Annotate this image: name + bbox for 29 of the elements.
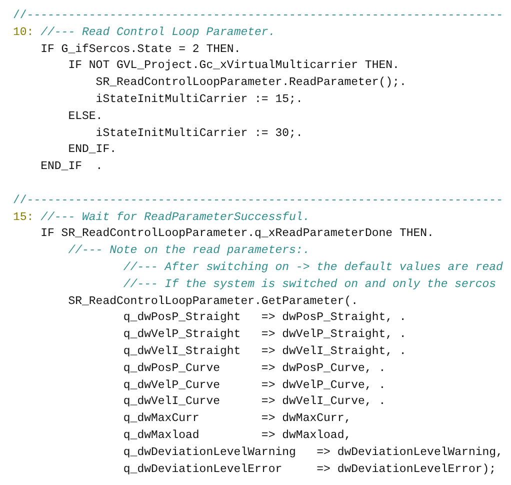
comment-line: //--- After switching on -> the default values are read xyxy=(123,261,503,275)
code-line: q_dwDeviationLevelError => dwDeviationLevelError); xyxy=(123,462,496,477)
comment-line: //--- Read Control Loop Parameter. xyxy=(40,26,276,40)
code-line: q_dwMaxload => dwMaxload, xyxy=(123,429,352,443)
code-line: q_dwVelI_Curve => dwVelI_Curve, . xyxy=(123,395,386,410)
comment-line: //--- Note on the read parameters:. xyxy=(68,244,310,258)
code-line: IF NOT GVL_Project.Gc_xVirtualMulticarrier THEN. xyxy=(68,59,400,74)
separator-comment: //--------------------------------------------------------------------- xyxy=(13,9,503,23)
separator-comment: //--------------------------------------------------------------------- xyxy=(13,194,503,208)
code-line: IF G_ifSercos.State = 2 THEN. xyxy=(40,42,241,57)
code-line: q_dwPosP_Straight => dwPosP_Straight, . xyxy=(123,311,406,326)
code-line: iStateInitMultiCarrier := 15;. xyxy=(96,93,303,107)
code-line: END_IF. xyxy=(68,143,116,158)
code-line: q_dwPosP_Curve => dwPosP_Curve, . xyxy=(123,362,386,376)
line-number: 10: xyxy=(13,26,34,40)
code-line: q_dwDeviationLevelWarning => dwDeviationLevelWarning, xyxy=(123,446,503,460)
code-line: END_IF . xyxy=(40,160,103,174)
code-line: q_dwVelI_Straight => dwVelI_Straight, . xyxy=(123,345,406,359)
code-line: q_dwVelP_Straight => dwVelP_Straight, . xyxy=(123,328,406,342)
comment-line: //--- Wait for ReadParameterSuccessful. xyxy=(40,210,310,225)
code-line: ELSE. xyxy=(68,110,103,124)
code-line: iStateInitMultiCarrier := 30;. xyxy=(96,126,303,141)
code-line: SR_ReadControlLoopParameter.ReadParameter();. xyxy=(96,76,406,90)
comment-line: //--- If the system is switched on and only the sercos xyxy=(123,278,496,292)
code-line: q_dwVelP_Curve => dwVelP_Curve, . xyxy=(123,378,386,393)
code-line: IF SR_ReadControlLoopParameter.q_xReadParameterDone THEN. xyxy=(40,227,434,242)
line-number: 15: xyxy=(13,210,34,225)
code-line: SR_ReadControlLoopParameter.GetParameter(. xyxy=(68,294,358,309)
code-line: q_dwMaxCurr => dwMaxCurr, xyxy=(123,412,352,426)
